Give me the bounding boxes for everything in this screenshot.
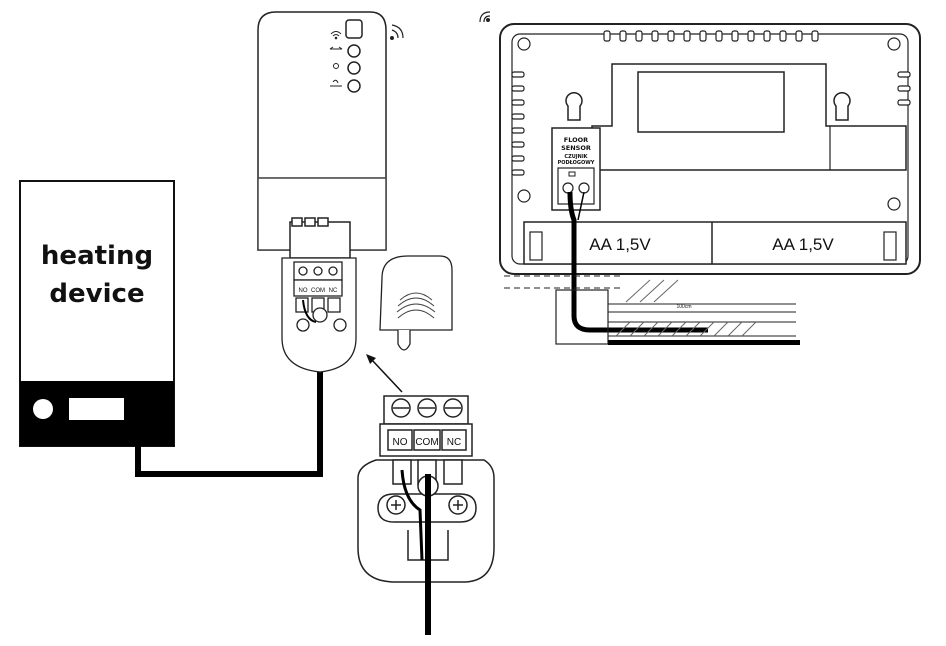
sensor-distance-label: 100cm: [676, 304, 691, 310]
receiver-button[interactable]: [345, 19, 363, 39]
zoom-terminal-nc: NC: [447, 437, 461, 448]
heating-device-label-line2: device: [49, 279, 144, 309]
flame-icon: [330, 79, 342, 87]
floor-sensor-label-2: SENSOR: [561, 144, 591, 152]
wifi-icon: [330, 31, 342, 40]
receiver: [257, 11, 404, 259]
floor-sensor-wire: [577, 191, 585, 221]
floor-sensor-label-pl1: CZUJNIK: [564, 154, 588, 160]
floor-section: [504, 275, 796, 345]
heating-device-label-line1: heating: [41, 241, 153, 271]
floor-sensor-cable: [567, 191, 708, 333]
arrows-icon: [329, 46, 343, 50]
receiver-terminal-block: [281, 257, 357, 373]
floor-sensor-label-1: FLOOR: [564, 136, 588, 144]
receiver-terminal-com: COM: [311, 288, 325, 294]
power-indicator: [33, 399, 53, 419]
zoom-arrow: [366, 354, 403, 393]
zoom-wire-no: [400, 469, 424, 561]
receiver-led-2: [347, 61, 361, 75]
zoom-terminal-no: NO: [393, 437, 408, 448]
floor-sensor-label-pl2: PODŁOGOWY: [558, 160, 595, 166]
receiver-led-3: [347, 79, 361, 93]
thermostat-signal-icon: [479, 11, 491, 23]
thermostat-back: [499, 23, 921, 275]
terminal-cover: [379, 255, 453, 351]
receiver-terminal-nc: NC: [329, 288, 338, 294]
receiver-terminal-no: NO: [299, 288, 308, 294]
display-window: [69, 398, 124, 420]
heating-cable: [135, 315, 323, 477]
battery-right-label: AA 1,5V: [772, 235, 834, 254]
battery-left-label: AA 1,5V: [589, 235, 651, 254]
receiver-wire-no: [302, 299, 317, 323]
terminal-zoom: [357, 395, 495, 583]
floor-base: [608, 340, 800, 345]
zoom-terminal-com: COM: [415, 437, 438, 448]
heating-device: heating device: [19, 180, 175, 447]
sun-icon: [333, 63, 339, 69]
receiver-led-1: [347, 44, 361, 58]
receiver-signal-icon: [390, 24, 404, 40]
